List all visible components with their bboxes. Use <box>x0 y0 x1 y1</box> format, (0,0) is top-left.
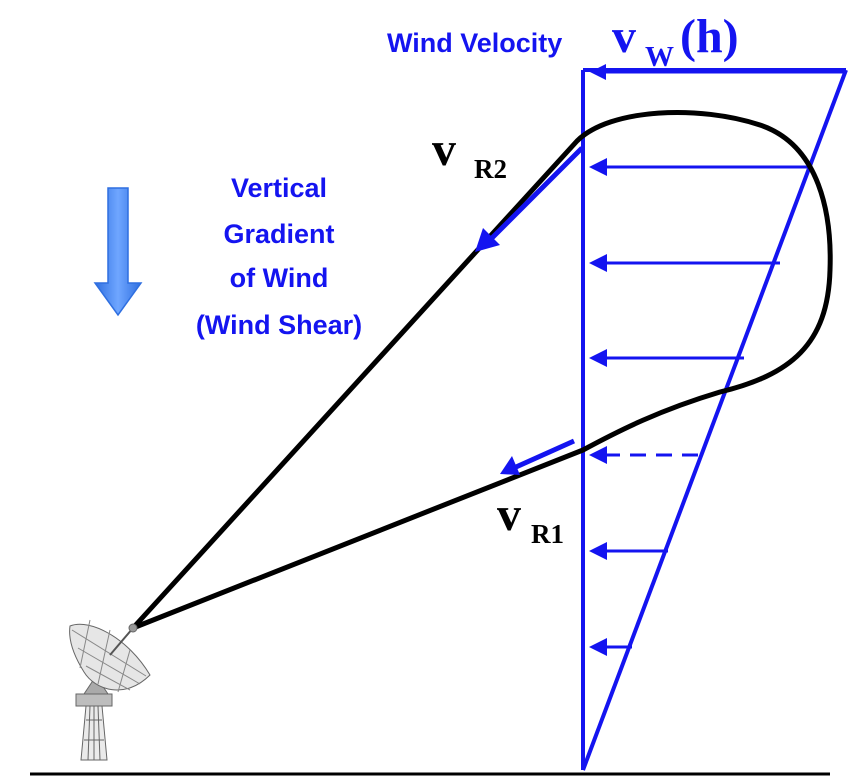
profile-arrowhead <box>590 64 606 80</box>
vr2-label: v R2 <box>432 123 507 184</box>
title-var-main: v <box>612 10 636 63</box>
vr1-sub: R1 <box>531 519 564 549</box>
vr2-arrowhead <box>475 228 500 252</box>
title-group: Wind Velocity v W (h) <box>387 10 739 73</box>
down-arrow-icon <box>93 187 143 317</box>
vr1-arrowhead <box>500 456 520 475</box>
radiosonde-trajectory <box>130 109 833 631</box>
wind-profile <box>581 64 848 771</box>
title-var-arg: (h) <box>680 10 739 63</box>
vr1-main: v <box>497 488 521 541</box>
gradient-label-line-4: (Wind Shear) <box>196 310 362 340</box>
gradient-label-line-1: Vertical <box>231 173 327 203</box>
vr2-arrow <box>475 146 584 252</box>
profile-hypotenuse <box>581 69 848 771</box>
gradient-label-line-2: Gradient <box>223 219 334 249</box>
gradient-label-line-3: of Wind <box>230 263 329 293</box>
wind-shear-label: Vertical Gradient of Wind (Wind Shear) <box>196 173 362 340</box>
vr1-arrow <box>500 438 576 475</box>
profile-arrowhead <box>589 446 607 464</box>
title-text: Wind Velocity <box>387 28 562 58</box>
vr2-sub: R2 <box>474 154 507 184</box>
profile-arrowhead <box>589 158 607 176</box>
vr2-main: v <box>432 123 456 176</box>
title-var-sub: W <box>645 41 674 73</box>
profile-arrowhead <box>589 638 607 656</box>
radar-dish-icon <box>69 619 151 761</box>
profile-arrowhead <box>589 349 607 367</box>
profile-arrowhead <box>589 254 607 272</box>
vr1-label: v R1 <box>497 488 564 549</box>
profile-arrowhead <box>589 542 607 560</box>
